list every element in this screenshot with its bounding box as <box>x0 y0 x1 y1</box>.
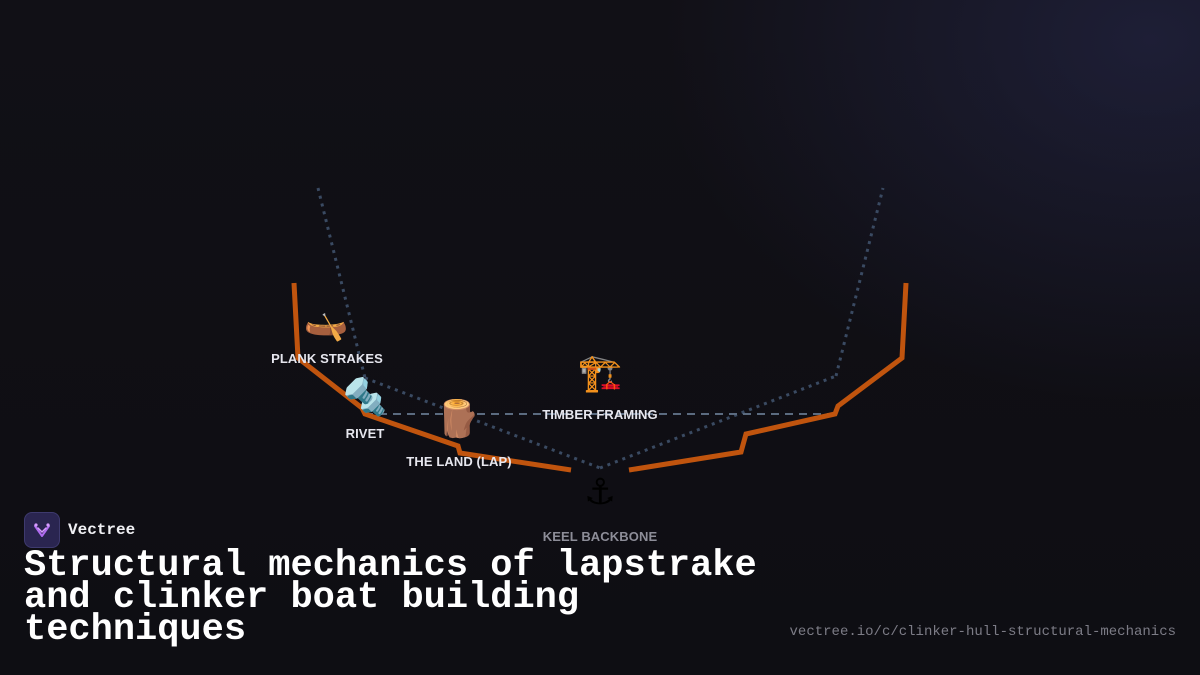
connector-right-lower <box>599 374 837 470</box>
source-url: vectree.io/c/clinker-hull-structural-mec… <box>789 624 1176 640</box>
anchor-icon: ⚓ <box>583 472 617 513</box>
page-title: Structural mechanics of lapstrake and cl… <box>24 545 757 651</box>
connector-left-upper <box>316 187 367 379</box>
construction-crane-icon: 🏗️ <box>577 353 623 394</box>
node-label-rivet: RIVET <box>345 426 385 441</box>
node-label-the-land: THE LAND (LAP) <box>406 454 512 469</box>
hull-right <box>628 282 909 473</box>
vectree-logo-icon <box>24 512 60 548</box>
hull-left <box>291 282 572 473</box>
canoe-icon: 🛶 <box>303 302 349 343</box>
brand-name: Vectree <box>68 521 136 539</box>
brand: Vectree <box>24 512 135 548</box>
wood-log-icon: 🪵 <box>435 399 481 440</box>
connector-right-upper <box>834 187 885 377</box>
node-label-keel-backbone: KEEL BACKBONE <box>542 529 658 544</box>
nut-and-bolt-icon: 🔩 <box>342 377 388 418</box>
node-label-timber-framing: TIMBER FRAMING <box>542 407 658 422</box>
connector-left-lower <box>364 376 601 470</box>
node-label-plank-strakes: PLANK STRAKES <box>271 351 383 366</box>
